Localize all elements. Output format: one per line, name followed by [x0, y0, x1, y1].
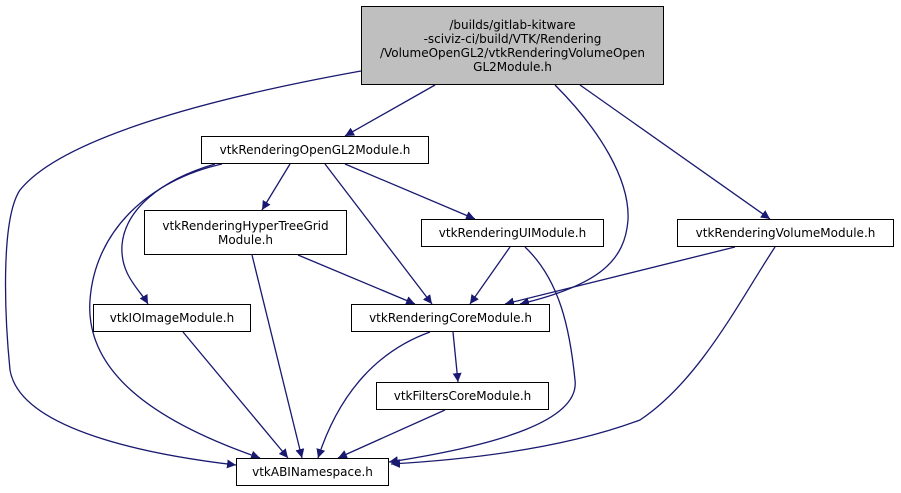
edge-opengl2-to-core	[324, 163, 433, 305]
node-vtkRenderingHyperTreeGridModule[interactable]: vtkRenderingHyperTreeGrid Module.h	[144, 210, 347, 255]
edge-opengl2-to-hypertree	[261, 163, 291, 211]
edge-core-to-filterscore	[452, 331, 462, 383]
node-label: vtkRenderingVolumeModule.h	[695, 226, 876, 240]
node-vtkRenderingCoreModule[interactable]: vtkRenderingCoreModule.h	[351, 304, 550, 332]
edge-root-to-opengl2	[344, 84, 436, 137]
edge-hypertree-to-abi	[251, 254, 305, 459]
node-vtkFiltersCoreModule[interactable]: vtkFiltersCoreModule.h	[376, 382, 549, 410]
edge-volume-to-abi	[390, 246, 776, 468]
node-label: vtkFiltersCoreModule.h	[393, 389, 532, 403]
node-label: vtkRenderingHyperTreeGrid Module.h	[162, 218, 329, 247]
node-label: vtkABINamespace.h	[252, 465, 373, 479]
edge-opengl2-to-abi	[89, 163, 261, 460]
node-label: vtkRenderingCoreModule.h	[369, 311, 532, 325]
edge-hypertree-to-core	[297, 254, 416, 305]
edge-opengl2-to-ui	[344, 163, 476, 220]
edge-root-to-abi	[4, 70, 362, 469]
node-vtkRenderingOpenGL2Module[interactable]: vtkRenderingOpenGL2Module.h	[201, 136, 429, 164]
edge-ioimage-to-abi	[182, 331, 289, 459]
node-label: vtkIOImageModule.h	[109, 311, 235, 325]
edge-volume-to-core	[504, 246, 736, 307]
node-vtkRenderingVolumeModule[interactable]: vtkRenderingVolumeModule.h	[677, 219, 894, 247]
node-label: vtkRenderingOpenGL2Module.h	[219, 143, 411, 157]
edge-ui-to-core	[469, 246, 511, 305]
edge-root-to-core	[519, 84, 629, 307]
node-vtkRenderingUIModule[interactable]: vtkRenderingUIModule.h	[421, 219, 604, 247]
node-root-label: /builds/gitlab-kitware -sciviz-ci/build/…	[379, 17, 646, 74]
node-label: vtkRenderingUIModule.h	[438, 226, 587, 240]
node-vtkABINamespace[interactable]: vtkABINamespace.h	[236, 458, 389, 486]
edge-core-to-abi	[316, 331, 431, 459]
edge-ui-to-abi	[388, 246, 576, 466]
edge-root-to-volume	[579, 84, 771, 220]
node-root: /builds/gitlab-kitware -sciviz-ci/build/…	[361, 6, 664, 85]
node-vtkIOImageModule[interactable]: vtkIOImageModule.h	[93, 304, 251, 332]
edge-filterscore-to-abi	[337, 409, 446, 459]
